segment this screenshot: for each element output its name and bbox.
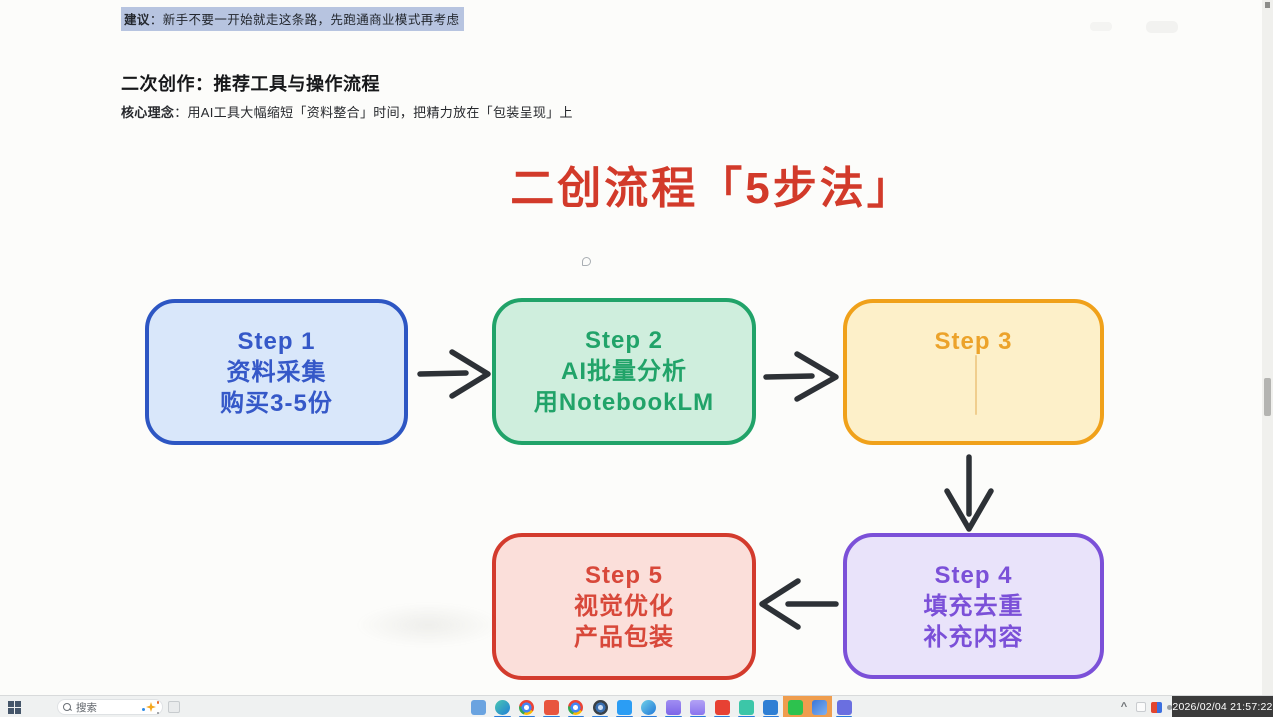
photos-app-icon[interactable]: [759, 696, 783, 717]
step-2-line-2: AI批量分析: [561, 358, 687, 385]
tip-text: ：新手不要一开始就走这条路，先跑通商业模式再考虑: [149, 13, 460, 27]
step-5-line-3: 产品包装: [574, 624, 674, 651]
concept-text: ：用AI工具大幅缩短「资料整合」时间，把精力放在「包装呈现」上: [174, 105, 573, 120]
edge-dev-icon[interactable]: [637, 696, 661, 717]
copilot-sparkle-icon[interactable]: [142, 701, 159, 714]
step-2-title: Step 2: [584, 327, 664, 354]
section-heading: 二次创作：推荐工具与操作流程: [121, 74, 380, 94]
tray-status-dot: [1167, 704, 1172, 710]
arrow-step2-to-step3: [763, 351, 839, 402]
purple-square-app-glyph: [836, 699, 852, 715]
edge-browser-icon[interactable]: [490, 696, 514, 717]
step-1-box: Step 1 资料采集 购买3-5份: [145, 299, 408, 445]
diagram-title: 二创流程「5步法」: [510, 164, 914, 213]
step-5-box: Step 5 视觉优化 产品包装: [492, 533, 756, 680]
image-viewer-icon[interactable]: [807, 696, 832, 717]
arrow-step4-to-step5: [759, 578, 839, 630]
concept-label: 核心理念: [121, 105, 175, 120]
tray-app-icon-1[interactable]: [1136, 702, 1146, 712]
chrome-browser-glyph: [568, 699, 584, 715]
chrome-profile-glyph: [519, 699, 535, 715]
scrollbar-top-mark: [1265, 2, 1270, 8]
start-button[interactable]: [8, 700, 32, 714]
step-3-title: Step 3: [934, 327, 1013, 355]
chrome-dark-icon[interactable]: [588, 696, 612, 717]
step-4-box: Step 4 填充去重 补充内容: [843, 533, 1104, 679]
step-3-box: Step 3: [843, 299, 1104, 445]
chat-app-glyph: [738, 699, 754, 715]
red-grid-app-glyph: [714, 699, 730, 715]
step-1-line-2: 资料采集: [226, 358, 327, 386]
remote-display-glyph: [470, 699, 486, 715]
task-view-button[interactable]: [168, 701, 180, 713]
purple-square-app-icon[interactable]: [832, 696, 856, 717]
photos-app-glyph: [763, 699, 779, 715]
tip-label: 建议: [124, 13, 150, 27]
pen-stroke-artifact: [975, 355, 977, 415]
purple-assistant-icon[interactable]: [661, 696, 685, 717]
vscode-glyph: [617, 699, 633, 715]
taskbar: 搜索 ^ 2026/02/04 21:57:22: [0, 695, 1273, 717]
system-tray: ^: [1117, 696, 1172, 717]
page-scrollbar[interactable]: [1262, 0, 1273, 695]
chrome-dark-glyph: [592, 699, 608, 715]
step-4-line-3: 补充内容: [923, 623, 1024, 651]
step-5-title: Step 5: [584, 562, 664, 589]
taskbar-app-icons: [466, 696, 856, 717]
purple-assistant-2-glyph: [690, 699, 706, 715]
step-2-box: Step 2 AI批量分析 用NotebookLM: [492, 298, 756, 445]
purple-assistant-2-icon[interactable]: [686, 696, 710, 717]
faded-toolbar-ghost-2: [1146, 21, 1178, 33]
chat-app-icon[interactable]: [734, 696, 758, 717]
step-5-line-2: 视觉优化: [574, 593, 674, 620]
arrow-step1-to-step2: [417, 349, 491, 399]
purple-assistant-glyph: [665, 699, 681, 715]
slide-area: 建议：新手不要一开始就走这条路，先跑通商业模式再考虑 二次创作：推荐工具与操作流…: [121, 0, 1273, 695]
wechat-icon[interactable]: [783, 696, 808, 717]
faded-toolbar-ghost-1: [1090, 22, 1112, 31]
edge-browser-glyph: [495, 699, 511, 715]
step-1-title: Step 1: [237, 327, 316, 355]
taskbar-search-input[interactable]: 搜索: [57, 699, 163, 715]
tray-chevron-up-icon[interactable]: ^: [1120, 701, 1128, 713]
red-pinwheel-app-icon[interactable]: [539, 696, 563, 717]
eraser-smudge: [356, 603, 501, 647]
chrome-browser-icon[interactable]: [564, 696, 588, 717]
chrome-profile-icon[interactable]: [515, 696, 539, 717]
concept-line: 核心理念：用AI工具大幅缩短「资料整合」时间，把精力放在「包装呈现」上: [121, 102, 573, 121]
vscode-icon[interactable]: [612, 696, 636, 717]
remote-display-icon[interactable]: [466, 696, 490, 717]
step-2-line-3: 用NotebookLM: [533, 389, 715, 416]
pointer-cursor-mark: [582, 257, 591, 266]
edge-dev-glyph: [641, 699, 657, 715]
windows-logo-icon: [8, 700, 21, 714]
red-grid-app-icon[interactable]: [710, 696, 734, 717]
step-1-line-3: 购买3-5份: [220, 389, 333, 417]
red-pinwheel-app-glyph: [543, 699, 559, 715]
taskbar-clock[interactable]: 2026/02/04 21:57:22: [1172, 696, 1273, 717]
wechat-glyph: [787, 699, 803, 715]
image-viewer-glyph: [812, 699, 828, 715]
tray-app-icon-2[interactable]: [1151, 701, 1162, 713]
search-icon: [63, 703, 71, 711]
scrollbar-thumb[interactable]: [1264, 378, 1271, 416]
search-placeholder: 搜索: [76, 701, 97, 714]
step-4-line-2: 填充去重: [923, 592, 1024, 620]
tip-line: 建议：新手不要一开始就走这条路，先跑通商业模式再考虑: [121, 7, 465, 31]
step-4-title: Step 4: [934, 561, 1013, 589]
arrow-step3-to-step4: [944, 454, 994, 532]
